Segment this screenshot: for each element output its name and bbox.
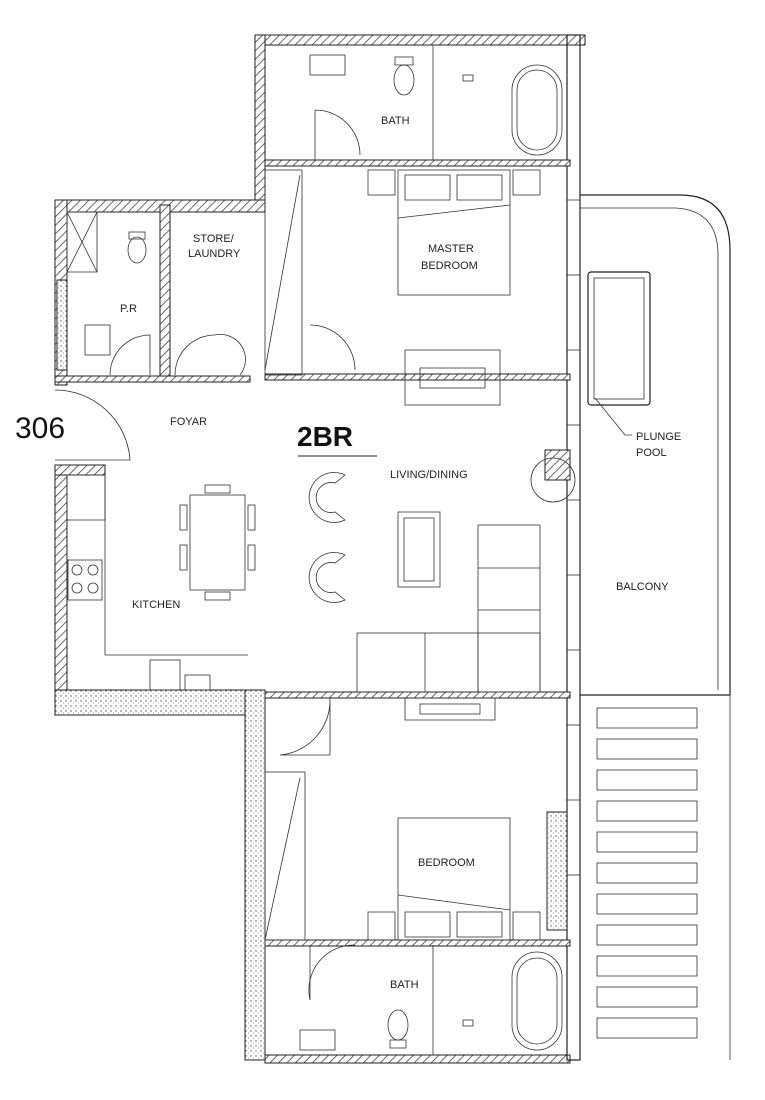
plunge-pool (587, 271, 651, 406)
wardrobe-master (264, 169, 356, 376)
label-powder-room: P.R (120, 303, 137, 315)
entry-door[interactable] (54, 389, 131, 461)
label-bath-bottom: BATH (390, 979, 419, 991)
window-mullions (567, 199, 580, 876)
label-kitchen: KITCHEN (132, 599, 180, 611)
deck-slats (596, 695, 731, 1060)
powder-room-fixtures (66, 211, 246, 376)
label-foyer: FOYAR (170, 416, 207, 428)
bed (367, 811, 568, 941)
dining-table (179, 484, 256, 601)
label-plunge-2: POOL (636, 447, 667, 459)
label-master-2: BEDROOM (421, 260, 478, 272)
tv-unit-bedroom (404, 697, 496, 721)
tv-unit-master (404, 349, 501, 406)
label-bedroom: BEDROOM (418, 857, 475, 869)
label-balcony: BALCONY (616, 581, 669, 593)
bottom-bath-fixtures (299, 945, 563, 1055)
label-plunge-1: PLUNGE (636, 431, 681, 443)
balcony-outline (580, 194, 731, 696)
label-store-1: STORE/ (193, 233, 235, 245)
label-store-2: LAUNDRY (188, 248, 241, 260)
wardrobe-bedroom (264, 771, 356, 1001)
kitchen-fixtures (66, 474, 248, 691)
master-bed (367, 169, 541, 296)
label-living-dining: LIVING/DINING (390, 469, 468, 481)
label-bath-top: BATH (381, 115, 410, 127)
unit-type: 2BR (297, 421, 353, 452)
walls (54, 34, 586, 1064)
label-master-1: MASTER (428, 243, 474, 255)
top-bath-fixtures (309, 45, 563, 160)
living-furniture (308, 457, 576, 693)
bedroom-door[interactable] (279, 697, 331, 756)
unit-number: 306 (15, 412, 65, 445)
